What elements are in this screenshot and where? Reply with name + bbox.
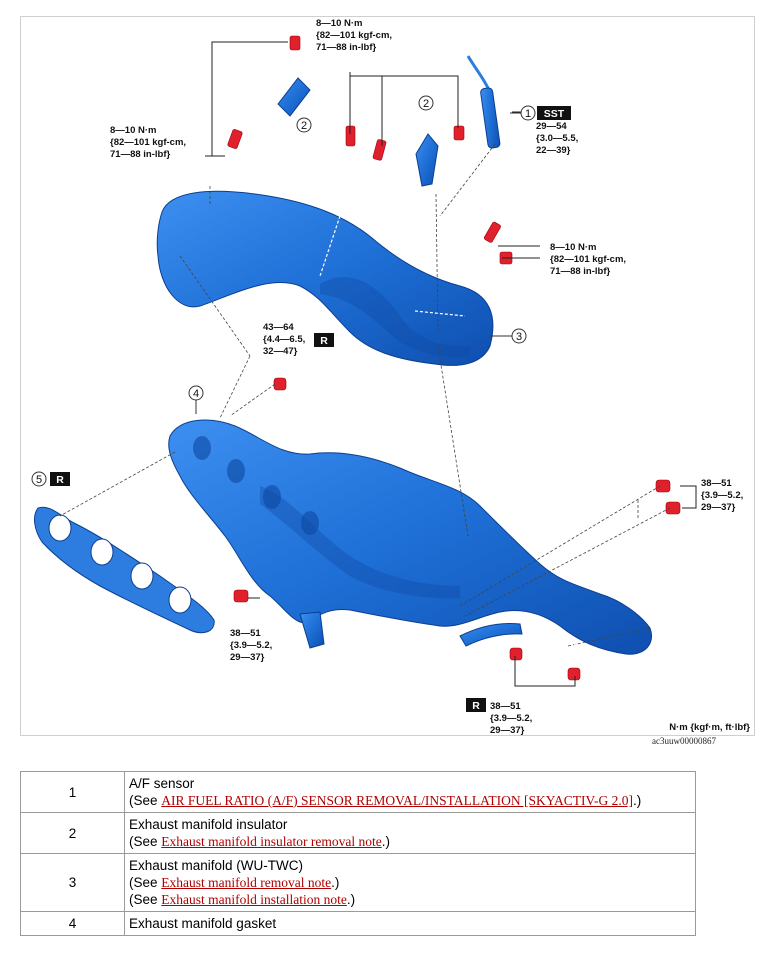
replace-badge-mid-text: R	[320, 335, 328, 347]
reference-link[interactable]: AIR FUEL RATIO (A/F) SENSOR REMOVAL/INST…	[161, 793, 633, 808]
replace-badge-bottom: R	[466, 698, 486, 712]
replace-badge-bottom-text: R	[472, 700, 480, 712]
torque-bottom-line1: 38—51	[490, 701, 521, 712]
part-reference: (See Exhaust manifold insulator removal …	[129, 834, 390, 849]
torque-nut-mid-line3: 32—47}	[263, 346, 298, 357]
callout-2b-text: 2	[423, 98, 429, 110]
exhaust-manifold	[168, 419, 652, 655]
insulator-bracket-left	[277, 77, 311, 117]
part-name: Exhaust manifold gasket	[129, 916, 277, 931]
torque-right-line2: {82—101 kgf-cm,	[550, 254, 626, 265]
table-row: 1 A/F sensor (See AIR FUEL RATIO (A/F) SEN…	[20, 771, 696, 813]
part-reference: (See AIR FUEL RATIO (A/F) SENSOR REMOVAL…	[129, 793, 642, 808]
callout-1: 1	[520, 105, 536, 121]
part-name: Exhaust manifold (WU-TWC)	[129, 858, 304, 873]
torque-left: 8—10 N·m {82—101 kgf-cm, 71—88 in-lbf}	[110, 125, 189, 160]
part-description: Exhaust manifold insulator (See Exhaust m…	[124, 812, 696, 854]
part-name: A/F sensor	[129, 776, 195, 791]
torque-left-bolt-line2: {3.9—5.2,	[230, 640, 272, 651]
torque-left-bolt: 38—51 {3.9—5.2, 29—37}	[230, 628, 275, 663]
reference-link[interactable]: Exhaust manifold insulator removal note	[161, 834, 382, 849]
callout-4-text: 4	[193, 388, 199, 400]
torque-top: 8—10 N·m {82—101 kgf-cm, 71—88 in-lbf}	[316, 18, 395, 53]
callout-1-text: 1	[525, 108, 531, 120]
table-row: 2 Exhaust manifold insulator (See Exhaust …	[20, 812, 696, 854]
torque-left-line2: {82—101 kgf-cm,	[110, 137, 186, 148]
exhaust-manifold-insulator-upper	[156, 190, 494, 366]
torque-bottom-line2: {3.9—5.2,	[490, 713, 532, 724]
af-sensor	[466, 55, 501, 149]
exploded-view-figure: 8—10 N·m {82—101 kgf-cm, 71—88 in-lbf} 8…	[20, 16, 755, 736]
callout-3: 3	[511, 328, 527, 344]
torque-top-line2: {82—101 kgf-cm,	[316, 30, 392, 41]
callout-4: 4	[188, 385, 204, 401]
torque-left-bolt-line1: 38—51	[230, 628, 261, 639]
part-number: 4	[20, 911, 125, 936]
sst-badge-text: SST	[544, 108, 565, 120]
part-description: Exhaust manifold (WU-TWC) (See Exhaust ma…	[124, 853, 696, 912]
callout-2b: 2	[418, 95, 434, 111]
torque-sensor-line2: {3.0—5.5,	[536, 133, 578, 144]
parts-table: 1 A/F sensor (See AIR FUEL RATIO (A/F) SEN…	[20, 771, 696, 936]
part-number: 3	[20, 853, 125, 912]
torque-top-line1: 8—10 N·m	[316, 18, 362, 29]
callout-5: 5	[31, 471, 47, 487]
torque-right-bolts-line3: 29—37}	[701, 502, 736, 513]
table-row: 4 Exhaust manifold gasket	[20, 911, 696, 936]
torque-top-line3: 71—88 in-lbf}	[316, 42, 376, 53]
torque-right: 8—10 N·m {82—101 kgf-cm, 71—88 in-lbf}	[550, 242, 629, 277]
exhaust-manifold-gasket	[34, 506, 215, 634]
torque-sensor: 29—54 {3.0—5.5, 22—39}	[536, 121, 581, 156]
red-bolts	[227, 35, 681, 681]
insulator-bracket-right	[415, 133, 439, 187]
torque-right-bolts: 38—51 {3.9—5.2, 29—37}	[701, 478, 746, 513]
torque-right-line1: 8—10 N·m	[550, 242, 596, 253]
reference-link[interactable]: Exhaust manifold removal note	[161, 875, 332, 890]
part-number: 1	[20, 771, 125, 813]
torque-right-line3: 71—88 in-lbf}	[550, 266, 610, 277]
torque-bottom: 38—51 {3.9—5.2, 29—37}	[490, 701, 535, 736]
callout-5-text: 5	[36, 474, 42, 486]
torque-nut-mid-line2: {4.4—6.5,	[263, 334, 305, 345]
torque-right-bolts-line1: 38—51	[701, 478, 732, 489]
callout-2a-text: 2	[301, 120, 307, 132]
part-description: A/F sensor (See AIR FUEL RATIO (A/F) SENS…	[124, 771, 696, 813]
torque-left-line1: 8—10 N·m	[110, 125, 156, 136]
torque-nut-mid: 43—64 {4.4—6.5, 32—47}	[263, 322, 308, 357]
torque-sensor-line1: 29—54	[536, 121, 567, 132]
table-row: 3 Exhaust manifold (WU-TWC) (See Exhaust m…	[20, 853, 696, 912]
torque-left-bolt-line3: 29—37}	[230, 652, 265, 663]
sst-badge: SST	[537, 106, 571, 120]
reference-link[interactable]: Exhaust manifold installation note	[161, 892, 347, 907]
part-name: Exhaust manifold insulator	[129, 817, 288, 832]
figure-code: ac3uuw00000867	[652, 736, 716, 746]
torque-left-line3: 71—88 in-lbf}	[110, 149, 170, 160]
torque-nut-mid-line1: 43—64	[263, 322, 294, 333]
torque-bottom-line3: 29—37}	[490, 725, 525, 736]
torque-right-bolts-line2: {3.9—5.2,	[701, 490, 743, 501]
part-number: 2	[20, 812, 125, 854]
callout-3-text: 3	[516, 331, 522, 343]
units-note: N·m {kgf·m, ft·lbf}	[669, 722, 750, 733]
replace-badge-mid: R	[314, 333, 334, 347]
part-description: Exhaust manifold gasket	[124, 911, 696, 936]
torque-sensor-line3: 22—39}	[536, 145, 571, 156]
part-reference: (See Exhaust manifold removal note.)	[129, 875, 340, 890]
replace-badge-gasket-text: R	[56, 474, 64, 486]
replace-badge-gasket: R	[50, 472, 70, 486]
part-reference: (See Exhaust manifold installation note.…	[129, 892, 356, 907]
callout-2a: 2	[296, 117, 312, 133]
